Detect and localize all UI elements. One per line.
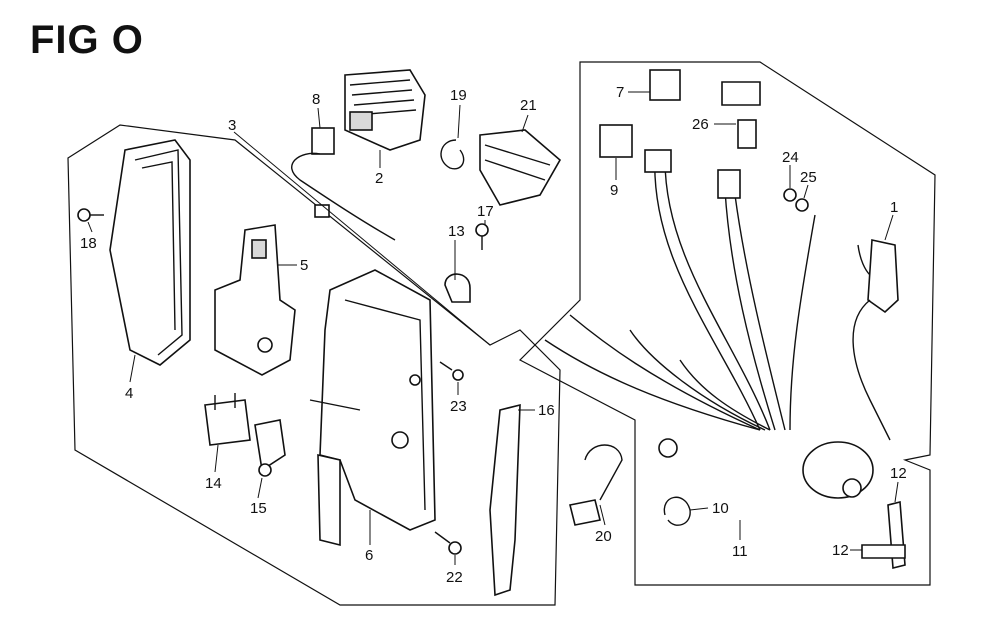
group-boundary-left	[67, 124, 561, 606]
callout-26: 26	[692, 116, 709, 133]
callout-6: 6	[365, 547, 373, 564]
part-21-box	[479, 129, 562, 206]
part-16-plate	[489, 403, 521, 597]
callout-12-lower: 12	[832, 542, 849, 559]
callout-18: 18	[80, 235, 97, 252]
callout-14: 14	[205, 475, 222, 492]
callout-15: 15	[250, 500, 267, 517]
part-19-clip	[440, 139, 465, 170]
part-7-relay	[649, 69, 681, 101]
callout-11: 11	[732, 543, 748, 560]
callout-19: 19	[450, 87, 467, 104]
callout-9: 9	[610, 182, 618, 199]
part-4-cover	[109, 139, 191, 366]
part-10-clip	[663, 496, 691, 526]
part-25-washer	[795, 198, 809, 212]
part-24-washer	[783, 188, 797, 202]
callout-24: 24	[782, 149, 799, 166]
callout-1: 1	[890, 199, 898, 216]
part-12-terminals	[861, 500, 906, 570]
callout-labels: 1 2 3 4 5 6 7 8 9 10 11 12 12 13 14 15 1…	[80, 84, 907, 586]
part-23-bolt	[439, 361, 464, 381]
callout-23: 23	[450, 398, 467, 415]
grommet	[658, 438, 678, 458]
part-15-switch	[254, 419, 286, 477]
callout-21: 21	[520, 97, 537, 114]
part-22-bolt	[434, 531, 462, 555]
part-5-bracket	[214, 224, 296, 376]
callout-25: 25	[800, 169, 817, 186]
callout-20: 20	[595, 528, 612, 545]
callout-8: 8	[312, 91, 320, 108]
callout-2: 2	[375, 170, 383, 187]
part-20-clamp	[569, 444, 623, 526]
figure-title: FIG O	[30, 18, 144, 62]
part-18-bolt	[77, 208, 104, 222]
callout-5: 5	[300, 257, 308, 274]
leader-lines	[87, 91, 899, 565]
part-1-switch	[852, 239, 899, 441]
callout-17: 17	[477, 203, 494, 220]
callout-3: 3	[228, 117, 236, 134]
callout-22: 22	[446, 569, 463, 586]
group-boundary-right	[518, 61, 936, 586]
part-17-screw	[475, 223, 489, 250]
part-13-clamp	[444, 273, 471, 303]
part-26-fuse-holder	[721, 81, 761, 149]
part-14-switch	[204, 393, 251, 446]
part-11-wire-harness	[544, 149, 874, 499]
part-9-block	[599, 124, 633, 158]
callout-10: 10	[712, 500, 729, 517]
callout-7: 7	[616, 84, 624, 101]
callout-16: 16	[538, 402, 555, 419]
callout-12-upper: 12	[890, 465, 907, 482]
part-6-panel	[309, 269, 436, 547]
part-2-regulator	[344, 69, 426, 151]
callout-4: 4	[125, 385, 133, 402]
callout-13: 13	[448, 223, 465, 240]
